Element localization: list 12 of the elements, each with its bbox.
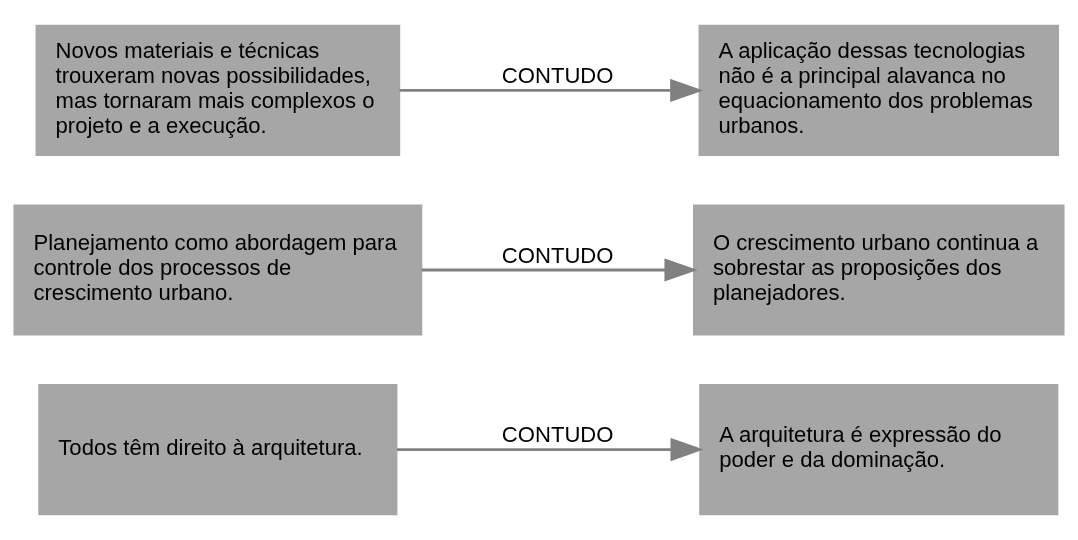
node-box: Planejamento como abordagem para controle dos processos de crescimento urbano. bbox=[13, 204, 423, 336]
arrow bbox=[396, 437, 704, 462]
arrow bbox=[399, 78, 704, 103]
edge-label: CONTUDO bbox=[501, 242, 614, 268]
node-box: Todos têm direito à arquitetura. bbox=[38, 383, 398, 516]
edge-label: CONTUDO bbox=[501, 63, 614, 89]
node-box: O crescimento urbano continua a sobrestar as proposições dos planejadores. bbox=[693, 204, 1065, 336]
node-box: A arquitetura é expressão do poder e da dominação. bbox=[699, 383, 1059, 516]
edge-label: CONTUDO bbox=[501, 422, 614, 448]
node-box: A aplicação dessas tecnologias não é a principal alavanca no equacionamento dos problemas urbanos. bbox=[698, 24, 1060, 157]
arrow bbox=[421, 258, 698, 282]
node-box: Novos materiais e técnicas trouxeram novas possibilidades, mas tornaram mais complexos o projeto e a execução. bbox=[35, 24, 401, 157]
